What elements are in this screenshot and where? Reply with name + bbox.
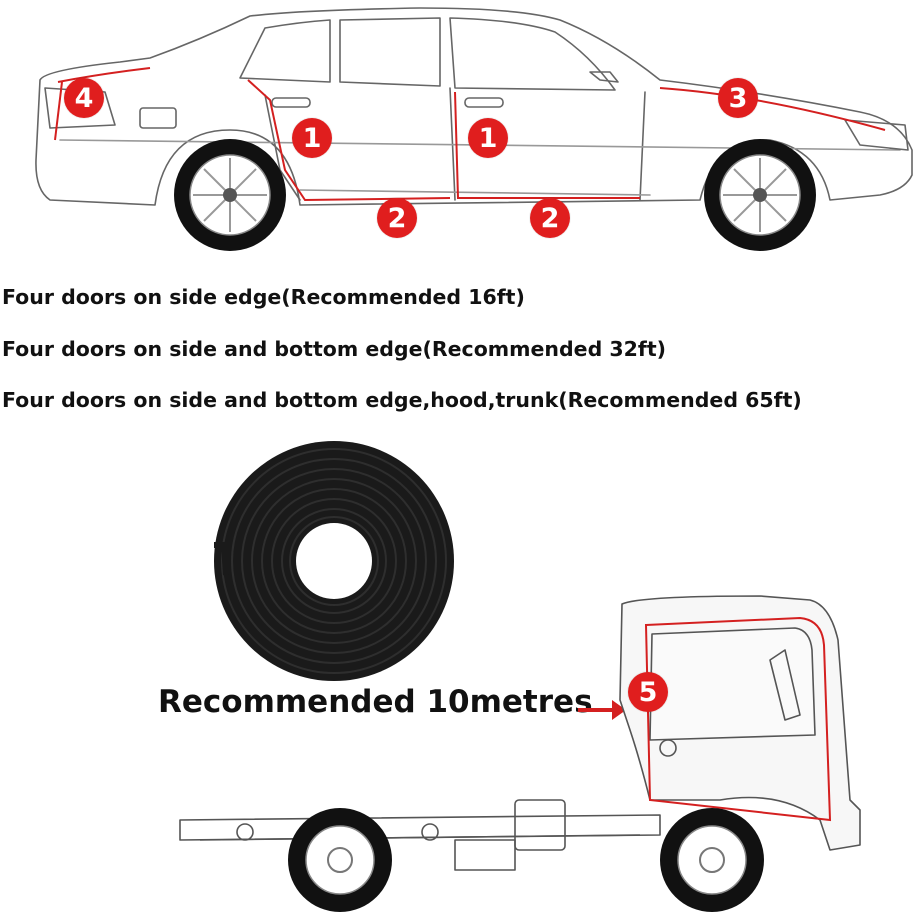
front-wheel-graphic — [704, 139, 816, 251]
marker-truck-door: 5 — [628, 672, 668, 712]
caption-side-edge: Four doors on side edge(Recommended 16ft… — [2, 285, 525, 309]
caption-side-bottom-hood-trunk: Four doors on side and bottom edge,hood,… — [2, 388, 802, 412]
marker-sill-rear: 2 — [530, 198, 570, 238]
truck-front-wheel-graphic — [660, 808, 764, 912]
marker-trunk: 4 — [64, 78, 104, 118]
marker-hood: 3 — [718, 78, 758, 118]
marker-sill-front: 2 — [377, 198, 417, 238]
marker-door-edge-rear: 1 — [468, 118, 508, 158]
marker-door-edge-front: 1 — [292, 118, 332, 158]
truck-rear-wheel-graphic — [288, 808, 392, 912]
rear-wheel-graphic — [174, 139, 286, 251]
sedan-illustration — [35, 7, 913, 251]
caption-side-bottom-edge: Four doors on side and bottom edge(Recom… — [2, 337, 666, 361]
recommendation-text: Recommended 10metres — [158, 684, 593, 720]
